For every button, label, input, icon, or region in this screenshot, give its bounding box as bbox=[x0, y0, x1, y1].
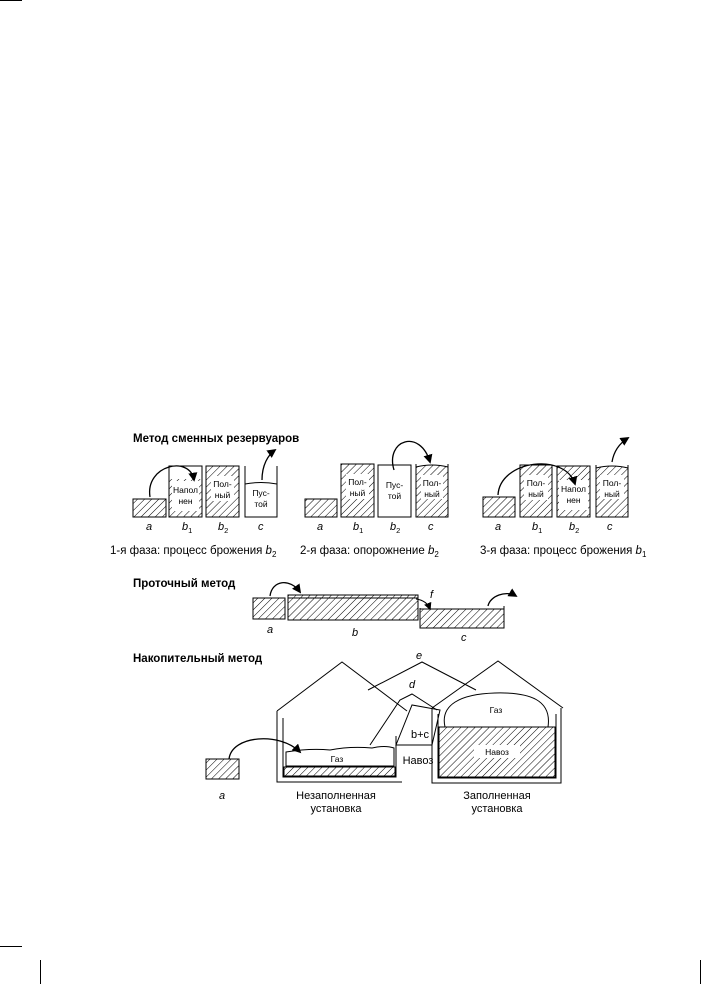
right-gas-dome bbox=[443, 692, 549, 728]
transfer-arrow bbox=[391, 440, 433, 471]
crop-mark-bottom-left bbox=[0, 946, 22, 947]
label-b2: b2 bbox=[218, 521, 228, 535]
left-house-wall bbox=[276, 711, 402, 783]
tank-c-line1: Пус- bbox=[252, 488, 270, 498]
label-bc: b+c bbox=[411, 729, 430, 741]
label-a: a bbox=[146, 521, 152, 533]
right-navoz-label: Навоз bbox=[485, 747, 509, 757]
tank-a bbox=[205, 758, 240, 780]
tank-b2-line1: Пус- bbox=[386, 480, 404, 490]
label-b1: b1 bbox=[182, 521, 192, 535]
tank-b1-line2: ный bbox=[528, 489, 544, 499]
overflow-arrow bbox=[415, 598, 432, 611]
tank-c-line1: Пол- bbox=[603, 478, 622, 488]
label-d: d bbox=[409, 679, 416, 691]
right-caption-2: установка bbox=[471, 803, 523, 815]
label-a: a bbox=[495, 521, 501, 533]
label-a: a bbox=[317, 521, 323, 533]
left-gas-label: Газ bbox=[331, 754, 344, 764]
phase-1: Напол нен Пол- ный Пус- той a b1 b2 c 1-… bbox=[110, 448, 278, 559]
crop-mark-right-vertical bbox=[700, 960, 701, 984]
tank-b bbox=[287, 594, 419, 621]
phase-2: Пол- ный Пус- той Пол- ный a b1 b2 c 2-я… bbox=[300, 440, 449, 559]
output-arrow bbox=[261, 448, 277, 481]
tank-a bbox=[304, 498, 338, 518]
tank-b2-line2: ный bbox=[215, 490, 231, 500]
tank-b2 bbox=[377, 464, 412, 518]
left-gas-holder bbox=[285, 746, 395, 767]
navoz-label: Навоз bbox=[403, 755, 434, 767]
label-a: a bbox=[267, 624, 273, 636]
output-arrow bbox=[611, 437, 630, 463]
inflow-arrow bbox=[228, 738, 302, 760]
storage-title: Накопительный метод bbox=[133, 653, 263, 665]
phase-2-caption: 2-я фаза: опорожнение b2 bbox=[300, 545, 439, 559]
label-c: c bbox=[428, 521, 434, 533]
tank-b1-line1: Напол bbox=[173, 485, 198, 495]
label-b2: b2 bbox=[390, 521, 400, 535]
tank-c-line2: той bbox=[254, 499, 268, 509]
flow-title: Проточный метод bbox=[133, 578, 236, 590]
tank-b1-line2: ный bbox=[350, 488, 366, 498]
transfer-arrow bbox=[149, 465, 198, 498]
tank-a bbox=[252, 597, 286, 620]
tank-a bbox=[482, 496, 516, 518]
label-c: c bbox=[607, 521, 613, 533]
tank-b1-line1: Пол- bbox=[348, 477, 367, 487]
left-caption-2: установка bbox=[310, 803, 362, 815]
tank-b1-line1: Пол- bbox=[527, 478, 546, 488]
tank-b2-line2: нен bbox=[566, 495, 580, 505]
label-b1: b1 bbox=[532, 521, 542, 535]
part-d bbox=[369, 693, 438, 746]
tank-a bbox=[132, 498, 167, 518]
tank-c-line2: ный bbox=[424, 489, 440, 499]
left-manure-layer bbox=[283, 766, 396, 777]
phase-1-caption: 1-я фаза: процесс брожения b2 bbox=[110, 545, 277, 559]
part-bc bbox=[395, 704, 441, 746]
tank-c bbox=[244, 466, 278, 518]
left-caption-1: Незаполненная bbox=[296, 790, 376, 802]
right-caption-1: Заполненная bbox=[463, 790, 530, 802]
replaceable-title: Метод сменных резервуаров bbox=[133, 433, 299, 445]
tank-c-line2: ный bbox=[604, 489, 620, 499]
flow-method: Проточный метод a b c f bbox=[133, 578, 518, 644]
label-b1: b1 bbox=[353, 521, 363, 535]
part-e-roof bbox=[367, 661, 477, 691]
tank-b2-line1: Напол bbox=[561, 484, 586, 494]
right-gas-label: Газ bbox=[490, 705, 503, 715]
transfer-arrow bbox=[497, 463, 578, 496]
left-house-roof bbox=[276, 661, 408, 712]
label-b2: b2 bbox=[569, 521, 579, 535]
phase-3-caption: 3-я фаза: процесс брожения b1 bbox=[480, 545, 647, 559]
tank-b2-line2: той bbox=[388, 491, 402, 501]
right-house-wall bbox=[431, 708, 562, 784]
label-c: c bbox=[461, 632, 467, 644]
label-f: f bbox=[430, 589, 434, 601]
phase-3: Пол- ный Напол нен Пол- ный a b1 b2 c 3-… bbox=[480, 437, 647, 559]
storage-method: Накопительный метод a Газ Незаполненная … bbox=[133, 650, 564, 815]
crop-mark-left-vertical bbox=[40, 960, 41, 984]
inflow-arrow bbox=[269, 582, 302, 597]
label-b: b bbox=[352, 627, 358, 639]
tank-b2-line1: Пол- bbox=[213, 479, 232, 489]
right-house-roof bbox=[431, 660, 564, 709]
outflow-arrow bbox=[487, 588, 518, 607]
tank-b1-line2: нен bbox=[178, 496, 192, 506]
crop-mark-top-left bbox=[0, 0, 22, 1]
label-a: a bbox=[219, 790, 225, 802]
label-c: c bbox=[258, 521, 264, 533]
label-e: e bbox=[416, 650, 422, 662]
tank-c-line1: Пол- bbox=[423, 478, 442, 488]
